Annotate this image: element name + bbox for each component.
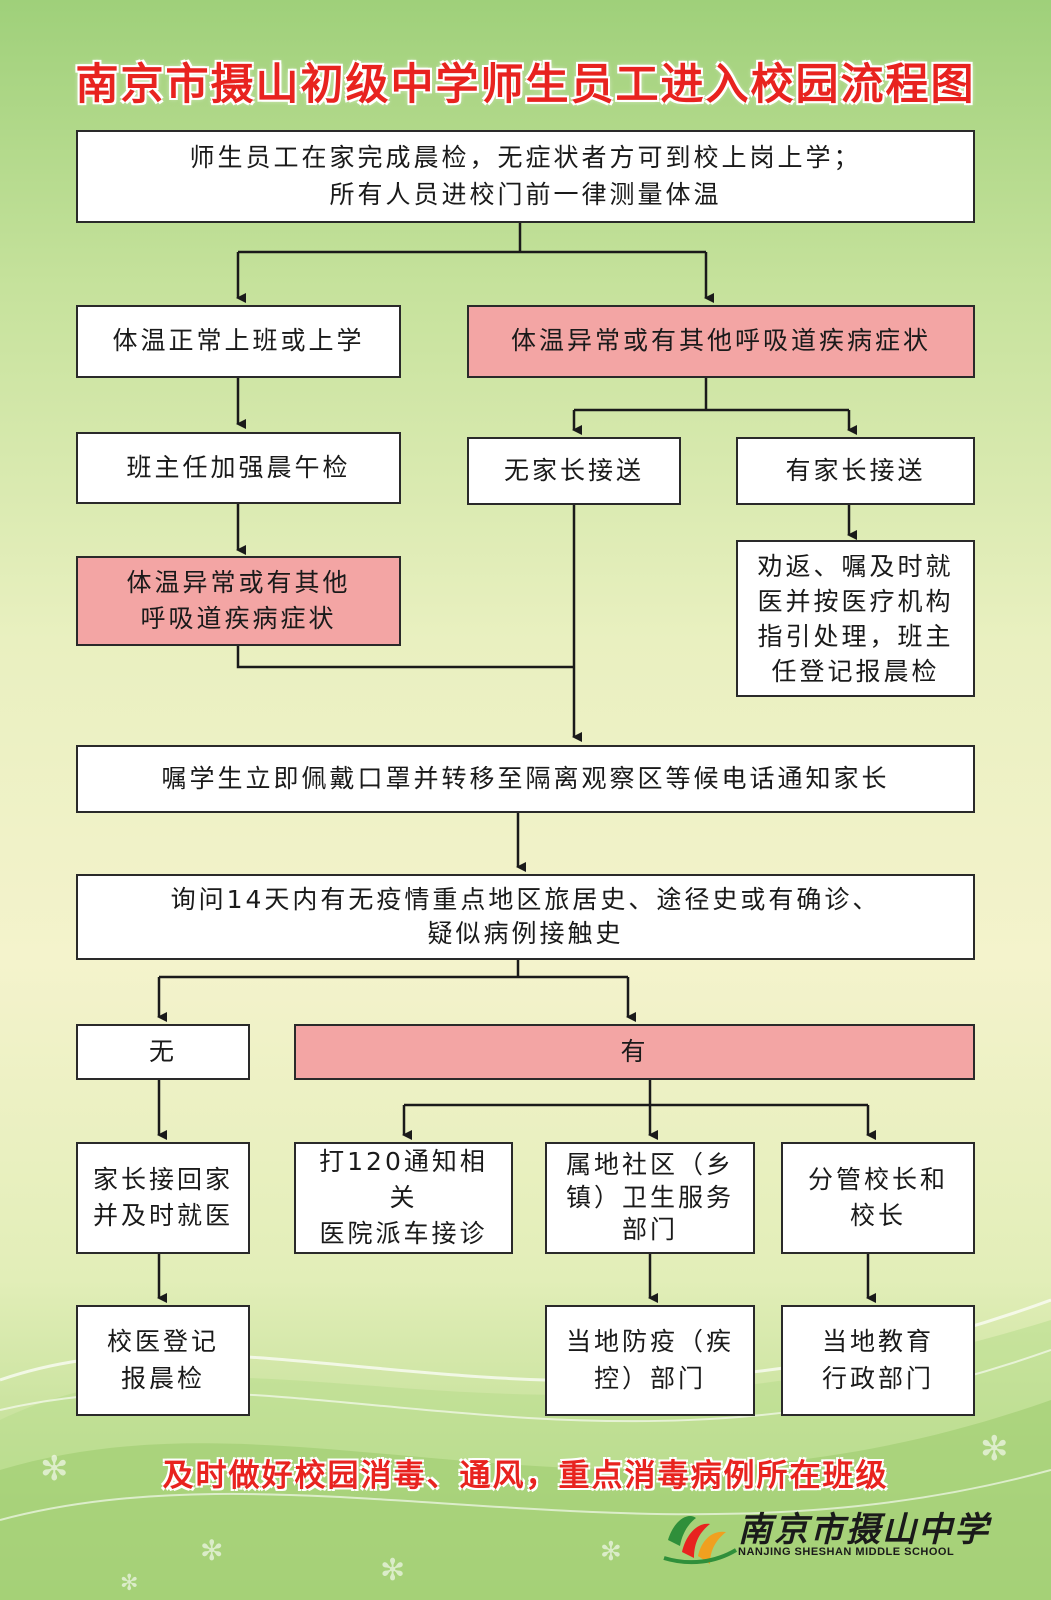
node-school-doctor: 校医登记 报晨检: [76, 1305, 250, 1416]
node-inquire-history: 询问14天内有无疫情重点地区旅居史、途径史或有确诊、 疑似病例接触史: [76, 874, 975, 960]
node-abnormal-temperature-2: 体温异常或有其他 呼吸道疾病症状: [76, 556, 401, 646]
school-logo-icon: [663, 1516, 738, 1565]
node-start-health-check: 师生员工在家完成晨检，无症状者方可到校上岗上学； 所有人员进校门前一律测量体温: [76, 130, 975, 223]
node-local-education: 当地教育 行政部门: [781, 1305, 975, 1416]
node-isolate: 嘱学生立即佩戴口罩并转移至隔离观察区等候电话通知家长: [76, 745, 975, 813]
svg-text:✻: ✻: [380, 1553, 405, 1588]
node-no-history: 无: [76, 1024, 250, 1080]
node-principal: 分管校长和 校长: [781, 1142, 975, 1254]
school-logo-name: 南京市摄山中学: [738, 1510, 990, 1550]
node-teacher-check: 班主任加强晨午检: [76, 432, 401, 504]
node-no-parent-escort: 无家长接送: [467, 437, 681, 505]
node-advise-return: 劝返、嘱及时就 医并按医疗机构 指引处理，班主 任登记报晨检: [736, 540, 975, 697]
svg-text:✻: ✻: [120, 1571, 138, 1596]
school-logo-english: NANJING SHESHAN MIDDLE SCHOOL: [738, 1546, 955, 1558]
node-parent-pickup: 家长接回家 并及时就医: [76, 1142, 250, 1254]
school-logo: 南京市摄山中学 NANJING SHESHAN MIDDLE SCHOOL: [660, 1500, 988, 1570]
page-title: 南京市摄山初级中学师生员工进入校园流程图: [75, 60, 976, 110]
node-normal-temperature: 体温正常上班或上学: [76, 305, 401, 378]
node-community-health: 属地社区（乡 镇）卫生服务 部门: [545, 1142, 755, 1254]
svg-text:✻: ✻: [600, 1537, 622, 1567]
node-has-history: 有: [294, 1024, 975, 1080]
svg-text:✻: ✻: [200, 1534, 223, 1567]
node-with-parent-escort: 有家长接送: [736, 437, 975, 505]
footer-note: 及时做好校园消毒、通风，重点消毒病例所在班级: [162, 1458, 889, 1494]
node-local-cdc: 当地防疫（疾 控）部门: [545, 1305, 755, 1416]
node-abnormal-temperature: 体温异常或有其他呼吸道疾病症状: [467, 305, 975, 378]
node-call-120: 打120通知相关 医院派车接诊: [294, 1142, 513, 1254]
